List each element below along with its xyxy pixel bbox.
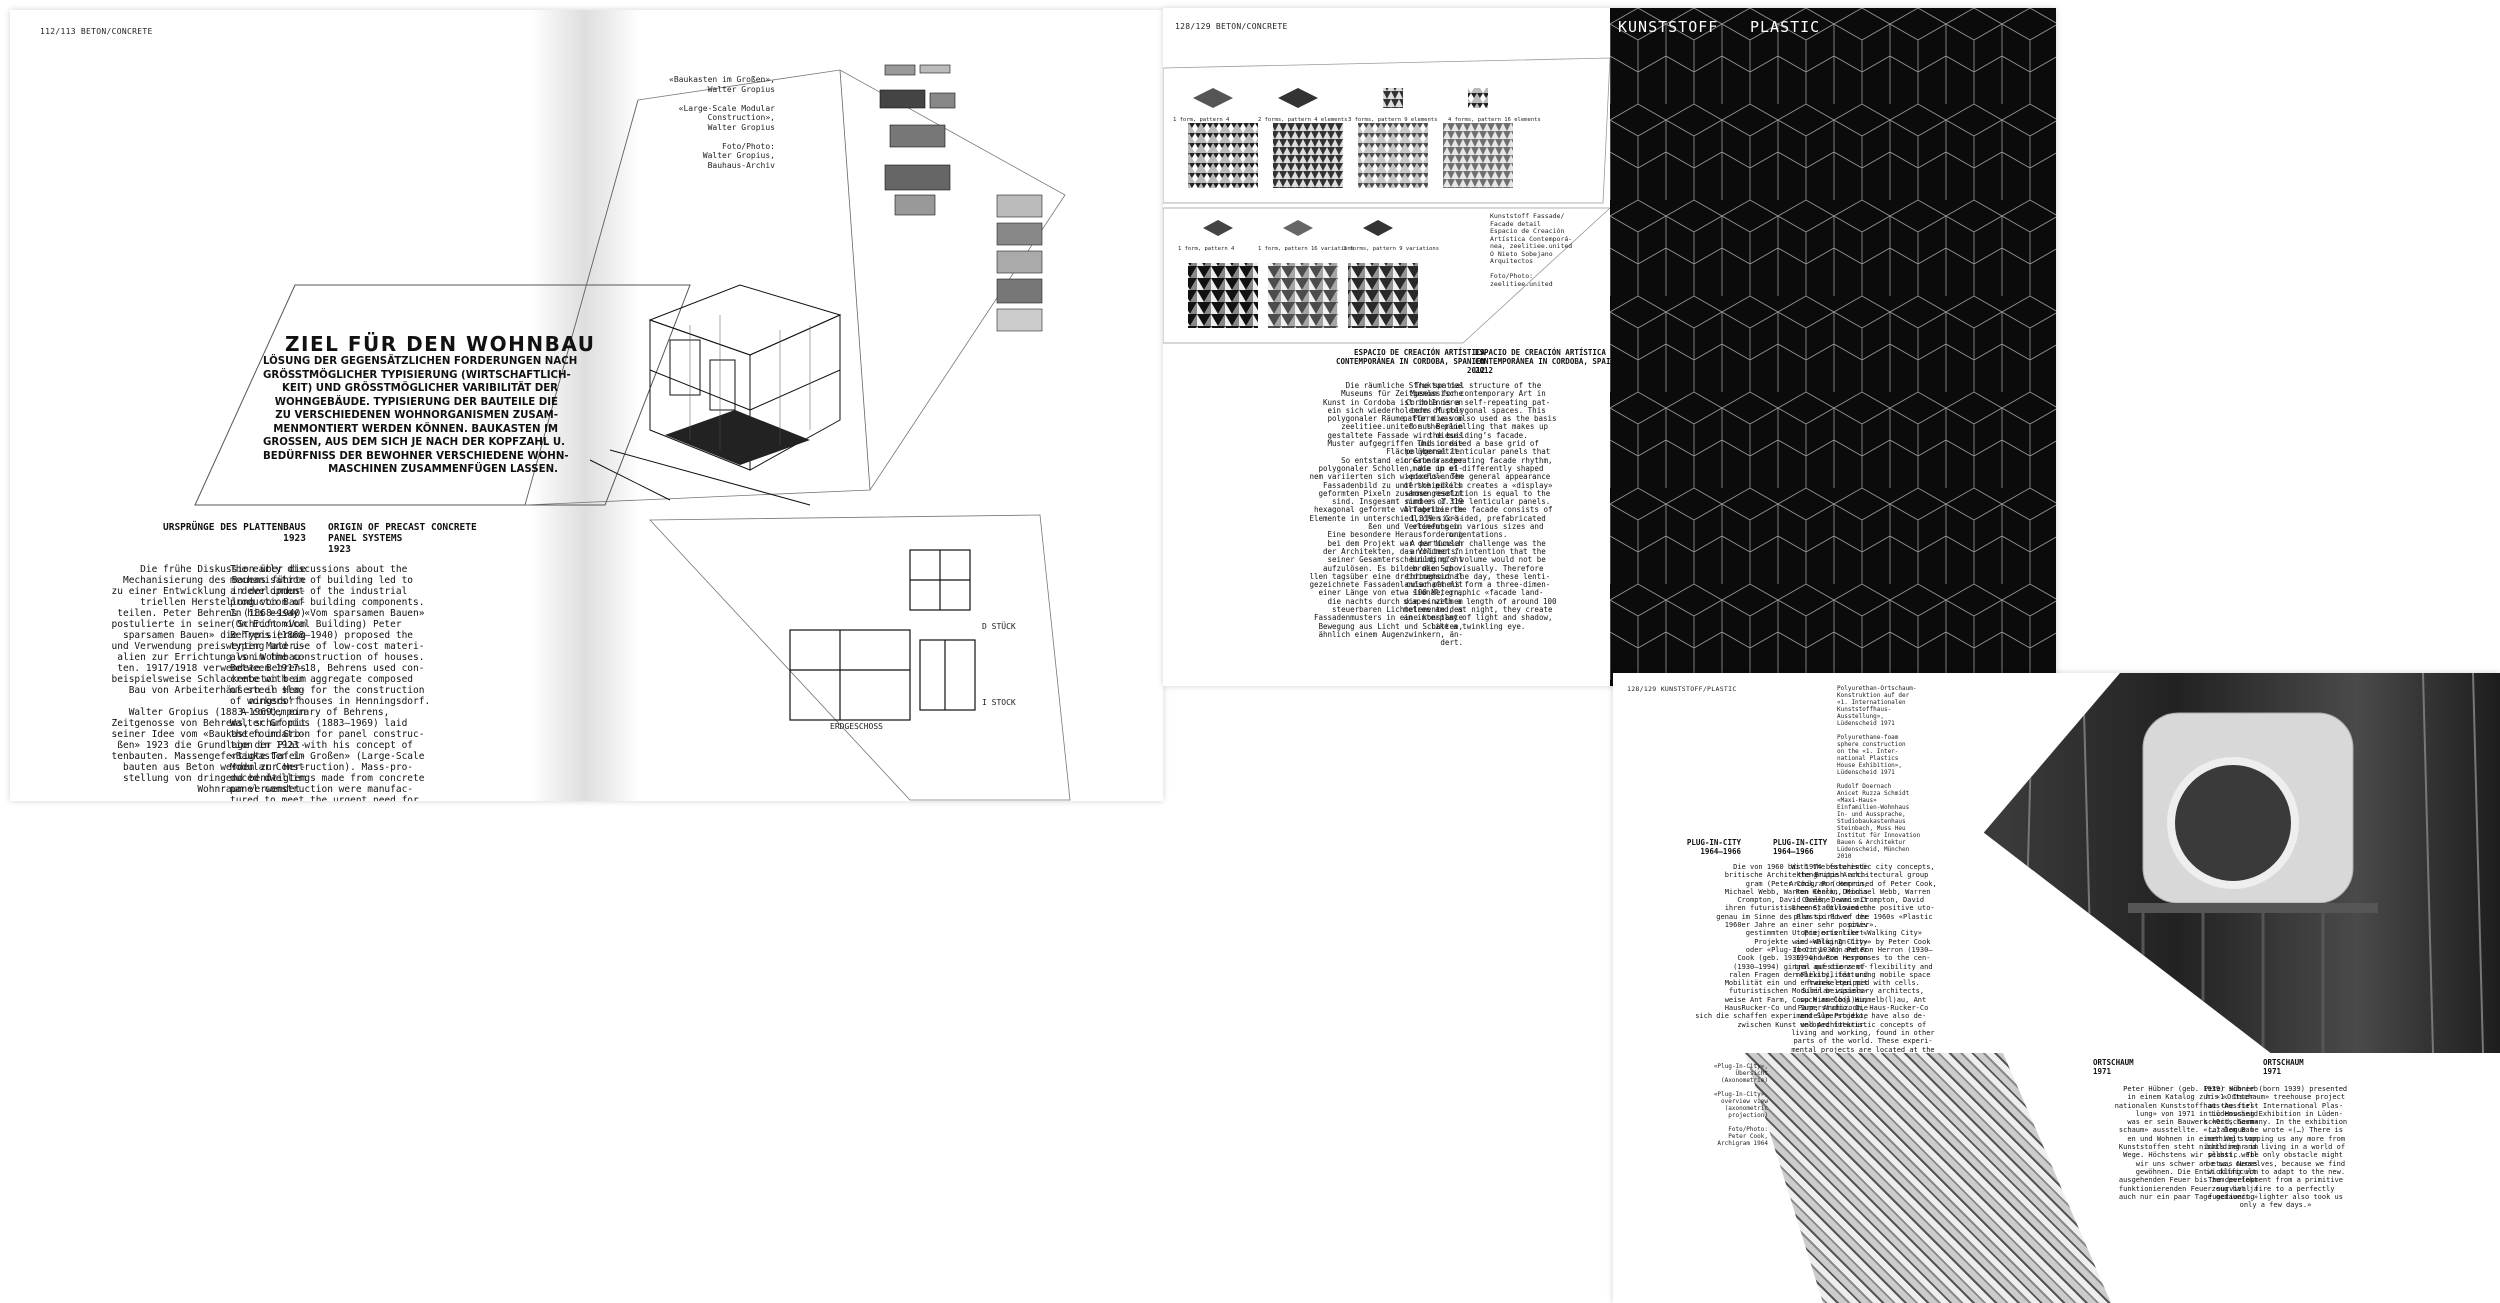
heading-parallelogram: [194, 284, 691, 506]
spread-beton-concrete-112-113: 112/113 BETON/CONCRETE ZIEL FÜR DEN WOHN…: [10, 10, 1163, 801]
lower-triangle: [649, 514, 1071, 801]
row1-caption-2: 2 forms, pattern 4 elements: [1258, 117, 1348, 123]
en-body: The spatial structure of the Museum for …: [1403, 381, 1557, 631]
de-heading: PLUG-IN-CITY 1964–1966: [1686, 838, 1741, 856]
baukasten-diagram: [879, 64, 956, 216]
en-body: With the futuristic city concepts, the B…: [1789, 863, 1937, 1070]
en-heading: ORIGIN OF PRECAST CONCRETE PANEL SYSTEMS…: [328, 522, 477, 555]
row1-caption-3: 3 forms, pattern 9 elements: [1348, 117, 1438, 123]
ortschaum-en-heading: ORTSCHAUM 1971: [2263, 1058, 2304, 1076]
triangle-frames: [194, 69, 1071, 801]
plan-label-stock: I STOCK: [982, 698, 1016, 707]
plastic-page: KUNSTSTOFF PLASTIC: [1610, 8, 2056, 686]
pattern-row-1: [1188, 88, 1513, 188]
en-body: The early discussions about the mechanis…: [230, 564, 431, 801]
heading-title: ZIEL FÜR DEN WOHNBAU: [285, 332, 596, 356]
cube-pattern: [1610, 8, 2056, 686]
facade-caption: Kunststoff Fassade/ Facade detail Espaci…: [1490, 212, 1573, 288]
plan-label-stueck: D STÜCK: [982, 622, 1016, 631]
plastic-title-en: PLASTIC: [1750, 18, 1821, 36]
gropius-isometric-drawing: [589, 284, 842, 506]
plug-in-city-caption: «Plug-In-City», Übersicht (Axonometrie) …: [1713, 1063, 1768, 1147]
folio-left: 128/129 KUNSTSTOFF/PLASTIC: [1627, 685, 1737, 693]
de-body: Die von 1960 bis 1974 bestehende britisc…: [1695, 863, 1868, 1029]
house-photos-column: [996, 194, 1043, 332]
plastic-title-de: KUNSTSTOFF: [1618, 18, 1719, 36]
pattern-row-2: [1188, 220, 1418, 328]
en-heading: ESPACIO DE CREACIÓN ARTÍSTICA CONTEMPORÁ…: [1475, 348, 1615, 375]
folio-left: 128/129 BETON/CONCRETE: [1175, 22, 1288, 31]
ortschaum-de-heading: ORTSCHAUM 1971: [2093, 1058, 2134, 1076]
ortschaum-de-body: Peter Hübner (geb. 1939) schrieb in eine…: [2114, 1085, 2258, 1201]
de-heading: ESPACIO DE CREACIÓN ARTÍSTICA CONTEMPORÁ…: [1335, 348, 1485, 375]
caption-gropius: «Baukasten im Großen», Walter Gropius «L…: [669, 75, 775, 170]
de-body: Die räumliche Struktur des Museums für Z…: [1309, 381, 1463, 648]
ortschaum-caption: Polyurethan-Ortschaum- Konstruktion auf …: [1837, 685, 1921, 860]
triangle-line-a: [524, 99, 639, 506]
row2-caption-1: 1 form, pattern 4: [1178, 246, 1235, 252]
spread-facade-pages: 128/129 BETON/CONCRETE 1 form, pattern 4…: [1163, 8, 2056, 686]
floor-plans: [789, 549, 976, 721]
triangle-line-b: [839, 69, 871, 491]
row2-caption-3: 3 forms, pattern 9 variations: [1343, 246, 1440, 252]
spread-kunststoff-plastic: 128/129 KUNSTSTOFF/PLASTIC Polyurethan-O…: [1613, 673, 2500, 1303]
row2-caption-2: 1 form, pattern 16 variations: [1258, 246, 1355, 252]
en-heading: PLUG-IN-CITY 1964–1966: [1773, 838, 1828, 856]
plan-label-erdgeschoss: ERDGESCHOSS: [830, 722, 883, 731]
heading-body: LÖSUNG DER GEGENSÄTZLICHEN FORDERUNGEN N…: [263, 356, 577, 475]
folio-left: 112/113 BETON/CONCRETE: [40, 27, 153, 36]
gutter-shadow: [530, 10, 640, 801]
de-heading: URSPRÜNGE DES PLATTENBAUS 1923: [163, 522, 306, 544]
row1-caption-1: 1 form, pattern 4: [1173, 117, 1230, 123]
ortschaum-en-body: Peter Hübner (born 1939) presented his «…: [2203, 1085, 2348, 1210]
de-body: Die frühe Diskussion über die Mechanisie…: [111, 564, 306, 795]
row1-caption-4: 4 forms, pattern 16 elements: [1448, 117, 1541, 123]
facade-parallelograms: [1163, 57, 1612, 344]
